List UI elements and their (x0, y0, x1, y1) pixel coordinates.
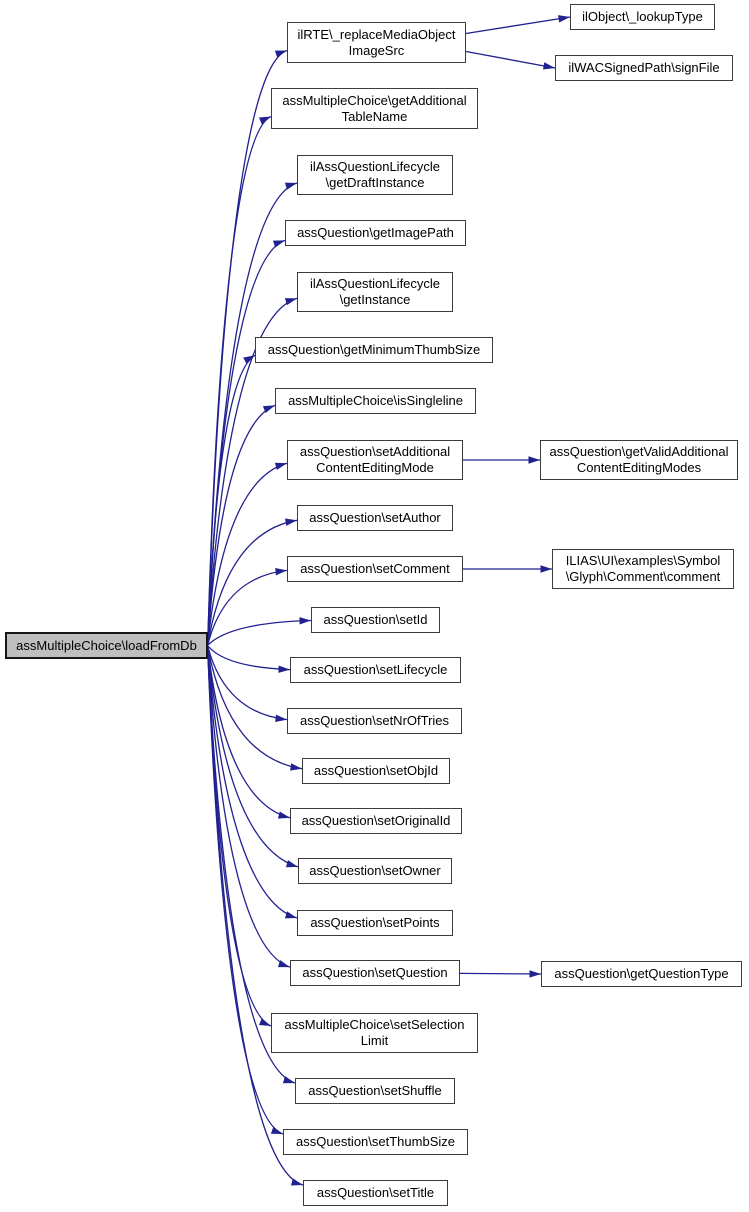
node-label-line: ilObject\_lookupType (582, 9, 703, 24)
call-edge-main-n9 (207, 518, 298, 644)
call-edge-main-n6 (207, 354, 256, 640)
node-label-line: assQuestion\setNrOfTries (299, 713, 450, 728)
call-edge-main-n5 (207, 297, 298, 639)
graph-node[interactable]: assQuestion\setShuffle (295, 1078, 455, 1104)
node-label-line: assQuestion\getQuestionType (554, 966, 729, 981)
call-edge-main-n15 (207, 648, 291, 819)
graph-node[interactable]: assQuestion\setLifecycle (290, 657, 461, 683)
call-edge-main-n10 (207, 568, 288, 645)
node-label-line: ilAssQuestionLifecycle (309, 276, 441, 291)
graph-node[interactable]: assQuestion\setOwner (298, 858, 452, 884)
graph-node[interactable]: assQuestion\setNrOfTries (287, 708, 462, 734)
node-label-line: \getDraftInstance (325, 175, 425, 190)
graph-node[interactable]: assQuestion\setQuestion (290, 960, 460, 986)
node-label-line: assQuestion\setTitle (316, 1185, 435, 1200)
node-label-line: assQuestion\setObjId (313, 763, 439, 778)
call-edge-main-n22 (207, 656, 304, 1186)
graph-node[interactable]: assQuestion\setTitle (303, 1180, 448, 1206)
graph-node[interactable]: assQuestion\setObjId (302, 758, 450, 784)
call-edge-main-n8 (207, 462, 288, 642)
node-label-line: assQuestion\setAdditional (299, 444, 451, 459)
call-edge-n1-r2 (465, 50, 556, 70)
node-label-line: \Glyph\Comment\comment (565, 569, 721, 584)
node-label-line: ilAssQuestionLifecycle (309, 159, 441, 174)
node-label-line: assQuestion\setLifecycle (303, 662, 448, 677)
call-edge-main-n17 (207, 650, 298, 919)
node-label-line: \getInstance (339, 292, 411, 307)
graph-node[interactable]: assMultipleChoice\isSingleline (275, 388, 476, 414)
graph-node[interactable]: assQuestion\setComment (287, 556, 463, 582)
node-label-line: assQuestion\getImagePath (297, 225, 454, 240)
call-edge-main-n14 (207, 647, 303, 771)
node-label-line: ImageSrc (348, 42, 405, 58)
graph-node[interactable]: assQuestion\setOriginalId (290, 808, 462, 834)
node-label-line: assQuestion\setOriginalId (301, 813, 451, 828)
node-label-line: assQuestion\setShuffle (308, 1083, 442, 1098)
graph-node[interactable]: assQuestion\setId (311, 607, 440, 633)
node-label-line: assQuestion\setComment (300, 561, 450, 576)
call-edge-main-n13 (207, 646, 288, 723)
node-label-line: assQuestion\setQuestion (302, 965, 448, 980)
node-label-line: ILIAS\UI\examples\Symbol (565, 553, 721, 568)
graph-node[interactable]: assQuestion\setAuthor (297, 505, 453, 531)
node-label-line: assQuestion\setAuthor (309, 510, 441, 525)
node-label-line: ilWACSignedPath\signFile (568, 60, 720, 75)
node-label-line: assQuestion\setThumbSize (296, 1134, 455, 1149)
call-edge-main-n12 (207, 645, 291, 673)
call-edge-main-n7 (207, 404, 276, 641)
graph-node[interactable]: ilAssQuestionLifecycle\getDraftInstance (297, 155, 453, 195)
node-label-line: assMultipleChoice\isSingleline (288, 393, 463, 408)
call-edge-main-n18 (207, 652, 291, 968)
node-label-line: ilRTE\_replaceMediaObject (297, 26, 456, 42)
call-edge-main-n16 (207, 649, 299, 868)
call-edge-n1-r1 (465, 15, 571, 35)
graph-node[interactable]: ilWACSignedPath\signFile (555, 55, 733, 81)
call-edge-main-n11 (207, 617, 312, 646)
call-edge-main-n20 (207, 654, 296, 1084)
graph-node[interactable]: ilAssQuestionLifecycle\getInstance (297, 272, 453, 312)
node-label-line: assQuestion\setOwner (309, 863, 441, 878)
graph-node[interactable]: assQuestion\setThumbSize (283, 1129, 468, 1155)
focus-graph-node: assMultipleChoice\loadFromDb (5, 632, 208, 659)
graph-node[interactable]: ILIAS\UI\examples\Symbol\Glyph\Comment\c… (552, 549, 734, 589)
node-label-line: assQuestion\getMinimumThumbSize (267, 342, 481, 357)
node-label-line: ContentEditingModes (576, 460, 702, 475)
node-label-line: Limit (360, 1033, 389, 1048)
node-label-line: TableName (341, 108, 408, 124)
graph-node[interactable]: assQuestion\getMinimumThumbSize (255, 337, 493, 363)
graph-node[interactable]: assQuestion\setPoints (297, 910, 453, 936)
graph-node[interactable]: assQuestion\getImagePath (285, 220, 466, 246)
node-label-line: ContentEditingMode (316, 460, 434, 475)
node-label-line: assQuestion\setPoints (310, 915, 440, 930)
call-edge-n18-r5 (459, 970, 542, 978)
call-edge-main-n2 (207, 115, 272, 635)
node-label-line: assMultipleChoice\loadFromDb (16, 637, 197, 653)
graph-node[interactable]: assQuestion\getQuestionType (541, 961, 742, 987)
node-label-line: assMultipleChoice\setSelection (284, 1017, 465, 1032)
graph-node[interactable]: ilObject\_lookupType (570, 4, 715, 30)
node-label-line: assQuestion\getValidAdditional (549, 444, 729, 459)
node-label-line: assQuestion\setId (323, 612, 428, 627)
node-label-line: assMultipleChoice\getAdditional (282, 92, 467, 108)
call-edge-main-n4 (207, 239, 286, 638)
